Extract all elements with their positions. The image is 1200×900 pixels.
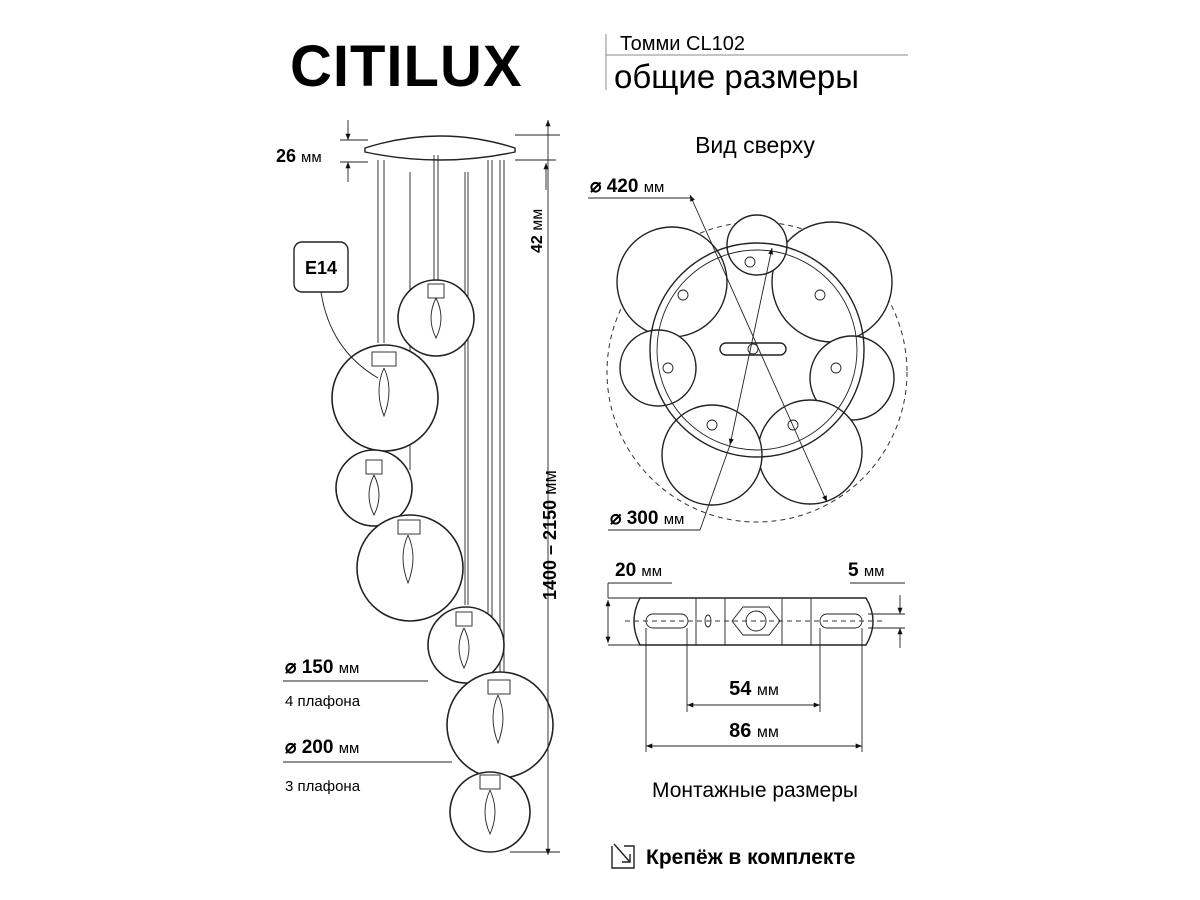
large-globe (331, 344, 439, 452)
slot-width-label: 5 мм (848, 560, 884, 581)
top-bracket (719, 342, 787, 356)
canopy (364, 135, 516, 161)
small-globe (335, 449, 413, 527)
canopy-to-cord-label: 42 мм (529, 209, 546, 253)
total-height-label: 1400 – 2150 мм (540, 470, 560, 600)
side-view: 1400 – 2150 мм 42 мм 26 мм E14 ⌀ 150 мм … (276, 120, 560, 855)
small-globe-diameter: ⌀ 150 мм (285, 657, 359, 678)
canopy-diameter-label: ⌀ 300 мм (610, 508, 684, 529)
mounting-bracket: 20 мм 5 мм 54 мм 86 мм Монтажные размеры… (605, 560, 905, 869)
canopy-height-label: 26 мм (276, 146, 322, 166)
small-globe-count: 4 плафона (285, 693, 361, 710)
top-view: Вид сверху ⌀ 420 мм ⌀ 300 мм (588, 132, 908, 531)
large-globe-diameter: ⌀ 200 мм (285, 737, 359, 758)
globe-petals (616, 214, 895, 506)
brand-logo: CITILUX (290, 34, 523, 99)
fastener-included-note: Крепёж в комплекте (646, 846, 855, 869)
socket-label: E14 (305, 258, 337, 278)
small-globe (397, 279, 475, 357)
outer-diameter-label: ⌀ 420 мм (590, 176, 664, 197)
fastener-included-icon (611, 843, 635, 869)
large-globe-count: 3 плафона (285, 778, 361, 795)
model-name: Томми CL102 (620, 33, 745, 55)
mounting-title: Монтажные размеры (652, 779, 858, 802)
bracket-width-label: 20 мм (615, 560, 662, 581)
small-globe (427, 606, 505, 684)
top-view-title: Вид сверху (695, 132, 815, 158)
bulbs (365, 283, 511, 836)
bracket-length-label: 86 мм (729, 720, 779, 742)
hex-nut (731, 606, 781, 636)
small-globe (449, 771, 531, 853)
large-globe (356, 514, 464, 622)
hole-spacing-label: 54 мм (729, 678, 779, 700)
bracket-body (633, 597, 874, 646)
page-subtitle: общие размеры (614, 58, 859, 95)
header: CITILUX Томми CL102 общие размеры (290, 33, 908, 99)
large-globe (446, 671, 554, 779)
